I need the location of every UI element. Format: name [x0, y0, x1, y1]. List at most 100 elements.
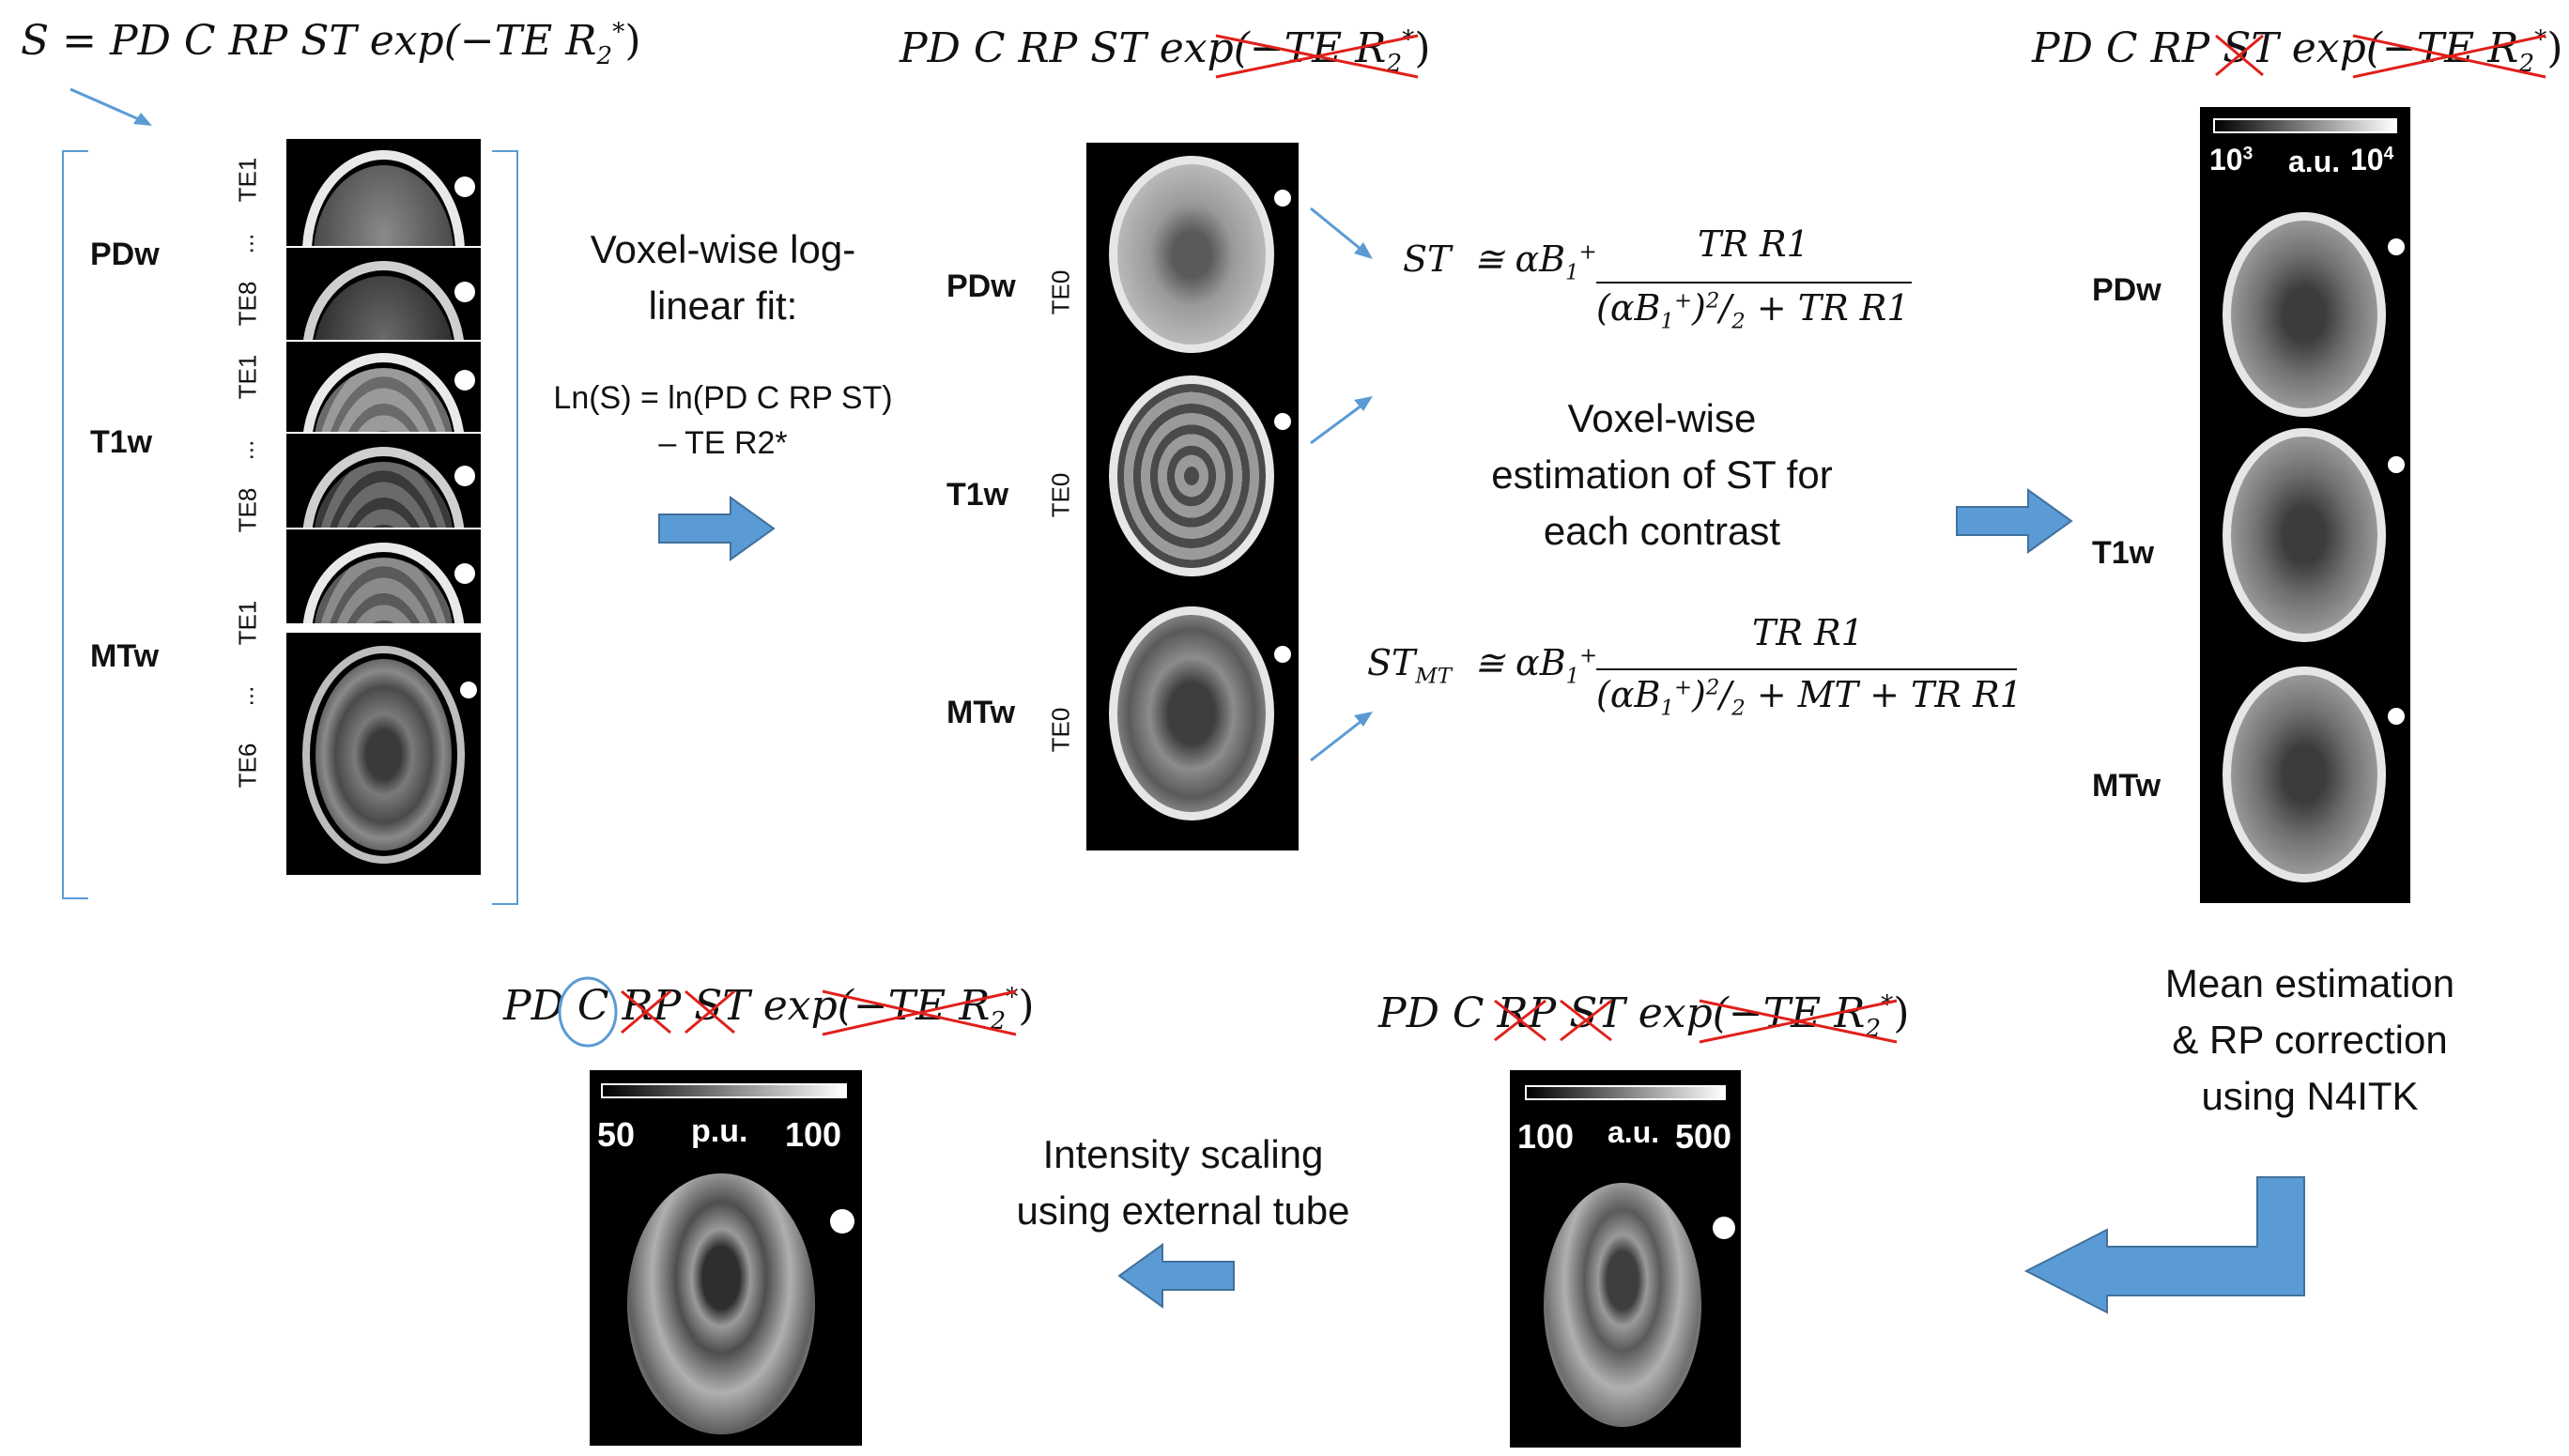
st-arrow: [1956, 488, 2073, 554]
stmt-denominator: (αB1+)2/2 + MT + TR R1: [1596, 674, 2023, 721]
pdc-colorbar: [1525, 1085, 1726, 1100]
st-lhs: ST: [1403, 238, 1452, 280]
te0-label: TE0: [1046, 269, 1075, 315]
st-equation: ST ≅ αB1+: [1403, 238, 1597, 285]
st-text-line1: Voxel-wise: [1567, 396, 1757, 440]
scaling-arrow: [1117, 1243, 1235, 1309]
slice-mtw-te6: [286, 633, 481, 875]
te-label: ...: [230, 439, 259, 461]
fit-step-title: Voxel-wise log- linear fit:: [554, 222, 892, 334]
mean-line2: & RP correction: [2172, 1018, 2448, 1062]
st-tube: [2388, 708, 2405, 725]
step2-strike: [1215, 34, 1419, 79]
step4-strike: [1494, 999, 1898, 1044]
step3-equation-text: PD C RP ST exp(−TE R: [2032, 24, 2519, 72]
te-label: TE1: [233, 600, 262, 646]
left-bracket: [62, 150, 88, 899]
fit-formula-line1: Ln(S) = ln(PD C RP ST): [553, 380, 893, 416]
fit-title-line1: Voxel-wise log-: [590, 227, 856, 271]
scaling-line2: using external tube: [1016, 1188, 1350, 1233]
mean-arrow: [2023, 1176, 2305, 1314]
pd-tube: [830, 1209, 854, 1234]
signal-pointer-arrow: [69, 87, 152, 126]
te0-brain-t1w: [1109, 375, 1274, 576]
mean-step-text: Mean estimation & RP correction using N4…: [2066, 956, 2554, 1125]
stmt-fraction-line: [1596, 668, 2017, 670]
mean-line3: using N4ITK: [2201, 1074, 2419, 1118]
step4-equation: PD C RP ST exp(−TE R2*): [1378, 989, 1910, 1043]
fit-arrow: [658, 496, 776, 561]
te-label: TE8: [233, 281, 262, 327]
st-numerator: TR R1: [1698, 223, 1809, 265]
scaling-line1: Intensity scaling: [1042, 1132, 1324, 1176]
st-colorbar: [2213, 118, 2397, 133]
scaling-step-text: Intensity scaling using external tube: [967, 1126, 1399, 1239]
st-colorbar-unit: a.u.: [2288, 145, 2341, 178]
te0-label: TE0: [1046, 472, 1075, 518]
r2-sub: 2: [596, 40, 613, 70]
pd-colorbar-min: 50: [597, 1115, 636, 1154]
pdc-brain: [1544, 1183, 1701, 1427]
input-label-pdw: PDw: [90, 237, 160, 272]
pdc-colorbar-unit: a.u.: [1608, 1115, 1660, 1149]
stmt-lhs: ST: [1367, 642, 1416, 683]
te0-brain-pdw: [1109, 156, 1274, 353]
st-approx: ≅ αB: [1473, 238, 1566, 280]
step3-equation: PD C RP ST exp(−TE R2*): [2032, 24, 2563, 78]
st-colorbar-max: 104: [2350, 143, 2394, 176]
stmt-den-tail: + MT + TR R1: [1756, 674, 2023, 715]
st-tube: [2388, 238, 2405, 255]
slice-t1w-te8: [286, 434, 481, 528]
pdc-colorbar-min: 100: [1517, 1117, 1575, 1156]
te0-label-pdw: PDw: [946, 268, 1016, 304]
te-label: TE6: [233, 743, 262, 789]
r2-sup: *: [612, 17, 625, 47]
te0-tube: [1274, 646, 1291, 663]
st-brain-t1w: [2223, 428, 2386, 642]
st-label-mtw: MTw: [2092, 768, 2161, 804]
te0-tube: [1274, 190, 1291, 207]
te-label: ...: [230, 685, 259, 707]
te-label: ...: [230, 233, 259, 254]
te0-image-stack: [1086, 143, 1299, 851]
step3-strike: [2215, 34, 2546, 79]
st-fraction-line: [1596, 282, 1912, 284]
te0-arrows: [1310, 207, 1373, 762]
st-denominator: (αB1+)2/2 + TR R1: [1596, 287, 1910, 334]
right-bracket: [492, 150, 518, 905]
st-text-line2: estimation of ST for: [1491, 452, 1833, 497]
pd-colorbar-max: 100: [785, 1115, 842, 1154]
st-brain-mtw: [2223, 667, 2386, 882]
step5-equation-text: PD C RP ST exp(−TE R: [503, 982, 991, 1030]
signal-equation: S = PD C RP ST exp(−TE R2*): [21, 17, 641, 70]
pd-colorbar-unit: p.u.: [691, 1113, 748, 1149]
signal-equation-text: S = PD C RP ST exp(−TE R: [21, 17, 597, 65]
te-label: TE8: [233, 487, 262, 533]
te-label: TE1: [233, 157, 262, 203]
st-text: Voxel-wise estimation of ST for each con…: [1408, 391, 1915, 559]
input-label-t1w: T1w: [90, 424, 153, 460]
step4-equation-text: PD C RP ST exp(−TE R: [1378, 989, 1866, 1037]
st-colorbar-min: 103: [2209, 143, 2254, 176]
st-text-line3: each contrast: [1543, 509, 1781, 553]
fit-formula: Ln(S) = ln(PD C RP ST) – TE R2*: [526, 375, 920, 466]
step2-equation-text: PD C RP ST exp(−TE R: [900, 24, 1387, 72]
step5-annotations: [558, 976, 1017, 1048]
te-label: TE1: [233, 354, 262, 400]
slice-mtw-te1: [286, 529, 481, 623]
slice-pdw-te1: [286, 139, 481, 246]
pd-brain: [627, 1173, 815, 1434]
te0-brain-mtw: [1109, 606, 1274, 820]
st-den-tail: + TR R1: [1756, 287, 1910, 329]
pdc-colorbar-max: 500: [1675, 1117, 1732, 1156]
slice-pdw-te8: [286, 248, 481, 340]
st-map-stack: 103 a.u. 104: [2200, 107, 2410, 903]
te0-tube: [1274, 413, 1291, 430]
te0-label-mtw: MTw: [946, 695, 1016, 730]
te0-label-t1w: T1w: [946, 477, 1009, 513]
input-label-mtw: MTw: [90, 638, 160, 674]
fit-title-line2: linear fit:: [648, 284, 798, 328]
slice-t1w-te1: [286, 342, 481, 432]
pd-map: 50 p.u. 100: [590, 1070, 862, 1446]
te0-label: TE0: [1046, 707, 1075, 753]
